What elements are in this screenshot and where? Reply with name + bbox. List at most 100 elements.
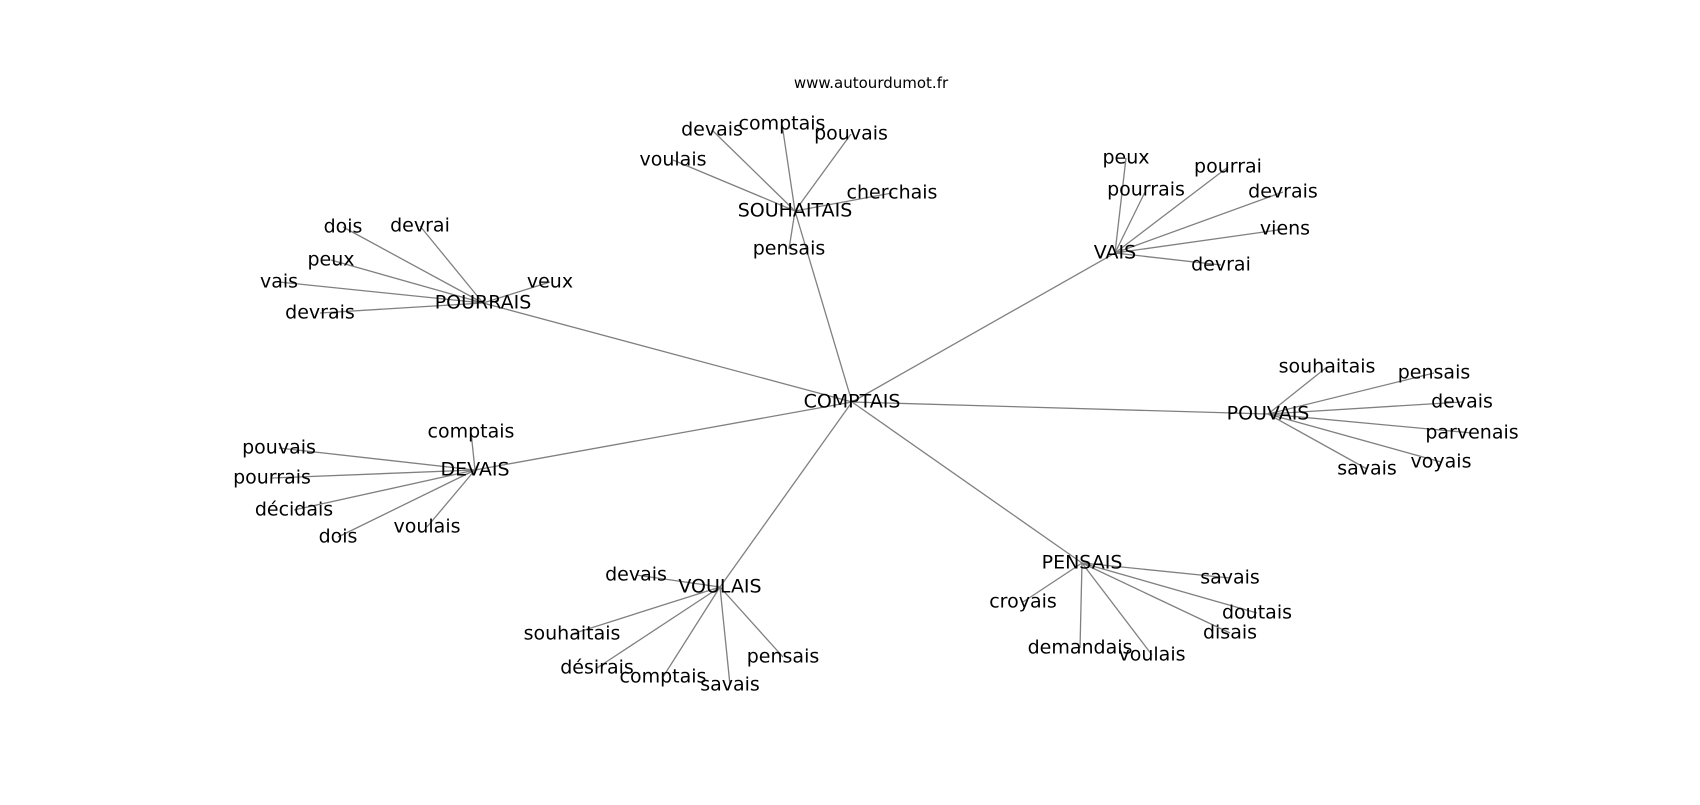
source-label[interactable]: www.autourdumot.fr	[794, 74, 949, 92]
edge-pourrais-to-pourrais-devrais	[319, 302, 484, 314]
node-leaf-pourrais-devrai[interactable]: devrai	[390, 215, 450, 237]
edge-pourrais-to-pourrais-peux	[330, 259, 484, 304]
edge-voulais-to-voulais-pensais	[719, 586, 784, 658]
edge-devais-to-devais-pourrais	[271, 469, 476, 479]
edge-pouvais-to-pouvais-voyais	[1267, 413, 1442, 463]
node-leaf-vais-pourrais[interactable]: pourrais	[1107, 179, 1185, 201]
edge-pouvais-to-pouvais-savais	[1267, 413, 1368, 470]
node-leaf-voulais-souhaitais[interactable]: souhaitais	[524, 623, 621, 645]
node-leaf-voulais-devais[interactable]: devais	[605, 564, 667, 586]
edge-souhaitais-to-souhaitais-comptais	[781, 123, 796, 212]
node-leaf-voulais-comptais[interactable]: comptais	[620, 666, 707, 688]
node-leaf-pourrais-peux[interactable]: peux	[307, 249, 354, 271]
edge-center-to-pourrais	[482, 302, 853, 403]
node-leaf-devais-dois[interactable]: dois	[319, 526, 358, 548]
node-leaf-pensais-demandais[interactable]: demandais	[1028, 637, 1133, 659]
node-leaf-pensais-doutais[interactable]: doutais	[1222, 602, 1292, 624]
edge-pouvais-to-pouvais-devais	[1267, 401, 1463, 415]
edge-souhaitais-to-souhaitais-pouvais	[794, 133, 852, 212]
node-center-center[interactable]: COMPTAIS	[804, 391, 901, 413]
node-hub-vais[interactable]: VAIS	[1094, 242, 1136, 264]
edge-pouvais-to-pouvais-pensais	[1267, 372, 1435, 415]
node-leaf-pensais-disais[interactable]: disais	[1203, 622, 1257, 644]
edge-devais-to-devais-dois	[337, 469, 476, 538]
node-leaf-vais-pourrai[interactable]: pourrai	[1194, 156, 1262, 178]
node-leaf-pensais-croyais[interactable]: croyais	[989, 591, 1057, 613]
edge-pensais-to-pensais-croyais	[1022, 562, 1083, 603]
node-leaf-pouvais-voyais[interactable]: voyais	[1411, 451, 1472, 473]
edge-center-to-pouvais	[851, 401, 1269, 415]
edge-vais-to-vais-pourrai	[1114, 166, 1229, 254]
node-leaf-devais-pouvais[interactable]: pouvais	[242, 437, 316, 459]
node-leaf-souhaitais-pensais[interactable]: pensais	[753, 238, 826, 260]
node-leaf-pourrais-devrais[interactable]: devrais	[285, 302, 355, 324]
edge-pourrais-to-pourrais-dois	[342, 226, 484, 304]
node-leaf-pouvais-souhaitais[interactable]: souhaitais	[1279, 356, 1376, 378]
node-leaf-pouvais-parvenais[interactable]: parvenais	[1425, 422, 1518, 444]
node-hub-pourrais[interactable]: POURRAIS	[435, 292, 532, 314]
node-leaf-voulais-desirais[interactable]: désirais	[560, 657, 634, 679]
edge-voulais-to-voulais-desirais	[596, 586, 721, 669]
edge-center-to-souhaitais	[794, 210, 853, 403]
edge-pensais-to-pensais-voulais	[1081, 562, 1153, 656]
node-leaf-voulais-savais[interactable]: savais	[700, 674, 760, 696]
edge-voulais-to-voulais-devais	[635, 574, 721, 588]
edge-pourrais-to-pourrais-devrai	[419, 225, 484, 304]
edge-center-to-devais	[474, 401, 853, 471]
node-leaf-devais-comptais[interactable]: comptais	[428, 421, 515, 443]
node-leaf-pouvais-devais[interactable]: devais	[1431, 391, 1493, 413]
edge-voulais-to-voulais-souhaitais	[571, 586, 721, 635]
node-leaf-vais-devrai[interactable]: devrai	[1191, 254, 1251, 276]
node-leaf-vais-devrais[interactable]: devrais	[1248, 181, 1318, 203]
edge-devais-to-devais-pouvais	[278, 447, 476, 471]
node-hub-devais[interactable]: DEVAIS	[440, 459, 509, 481]
node-leaf-souhaitais-comptais[interactable]: comptais	[739, 113, 826, 135]
node-leaf-pourrais-dois[interactable]: dois	[324, 216, 363, 238]
edge-pensais-to-pensais-savais	[1081, 562, 1231, 579]
node-leaf-pourrais-vais[interactable]: vais	[260, 271, 298, 293]
node-hub-souhaitais[interactable]: SOUHAITAIS	[738, 200, 853, 222]
edge-pourrais-to-pourrais-vais	[278, 281, 484, 304]
edge-pourrais-to-pourrais-veux	[482, 281, 551, 304]
edge-vais-to-vais-viens	[1114, 228, 1286, 254]
edge-vais-to-vais-peux	[1114, 157, 1127, 254]
edge-pouvais-to-pouvais-souhaitais	[1267, 366, 1328, 415]
node-leaf-pensais-voulais[interactable]: voulais	[1118, 644, 1185, 666]
edge-center-to-pensais	[851, 401, 1083, 564]
node-leaf-souhaitais-cherchais[interactable]: cherchais	[847, 182, 938, 204]
edge-vais-to-vais-devrai	[1114, 252, 1222, 266]
edge-center-to-voulais	[719, 401, 853, 588]
edge-pensais-to-pensais-disais	[1081, 562, 1231, 634]
node-leaf-devais-voulais[interactable]: voulais	[393, 516, 460, 538]
edge-souhaitais-to-souhaitais-devais	[711, 129, 796, 212]
edge-pouvais-to-pouvais-parvenais	[1267, 413, 1473, 434]
node-hub-pouvais[interactable]: POUVAIS	[1227, 403, 1310, 425]
edge-devais-to-devais-voulais	[426, 469, 476, 528]
node-hub-pensais[interactable]: PENSAIS	[1042, 552, 1123, 574]
node-leaf-vais-viens[interactable]: viens	[1260, 218, 1310, 240]
node-leaf-pouvais-savais[interactable]: savais	[1337, 458, 1397, 480]
edge-vais-to-vais-pourrais	[1114, 189, 1147, 254]
edge-voulais-to-voulais-savais	[719, 586, 731, 686]
edge-souhaitais-to-souhaitais-voulais	[672, 159, 796, 212]
edge-devais-to-devais-decidais	[293, 469, 476, 511]
node-leaf-souhaitais-pouvais[interactable]: pouvais	[814, 123, 888, 145]
node-leaf-pouvais-pensais[interactable]: pensais	[1398, 362, 1471, 384]
node-leaf-devais-decidais[interactable]: décidais	[255, 499, 333, 521]
node-leaf-vais-peux[interactable]: peux	[1102, 147, 1149, 169]
node-hub-voulais[interactable]: VOULAIS	[678, 576, 761, 598]
node-leaf-devais-pourrais[interactable]: pourrais	[233, 467, 311, 489]
node-leaf-pourrais-veux[interactable]: veux	[527, 271, 573, 293]
graph-edges	[271, 123, 1473, 686]
node-leaf-pensais-savais[interactable]: savais	[1200, 567, 1260, 589]
node-leaf-souhaitais-devais[interactable]: devais	[681, 119, 743, 141]
node-leaf-voulais-pensais[interactable]: pensais	[747, 646, 820, 668]
edge-voulais-to-voulais-comptais	[662, 586, 721, 678]
node-leaf-souhaitais-voulais[interactable]: voulais	[639, 149, 706, 171]
edge-pensais-to-pensais-demandais	[1079, 562, 1083, 649]
edge-souhaitais-to-souhaitais-cherchais	[794, 192, 893, 212]
edge-pensais-to-pensais-doutais	[1081, 562, 1258, 614]
